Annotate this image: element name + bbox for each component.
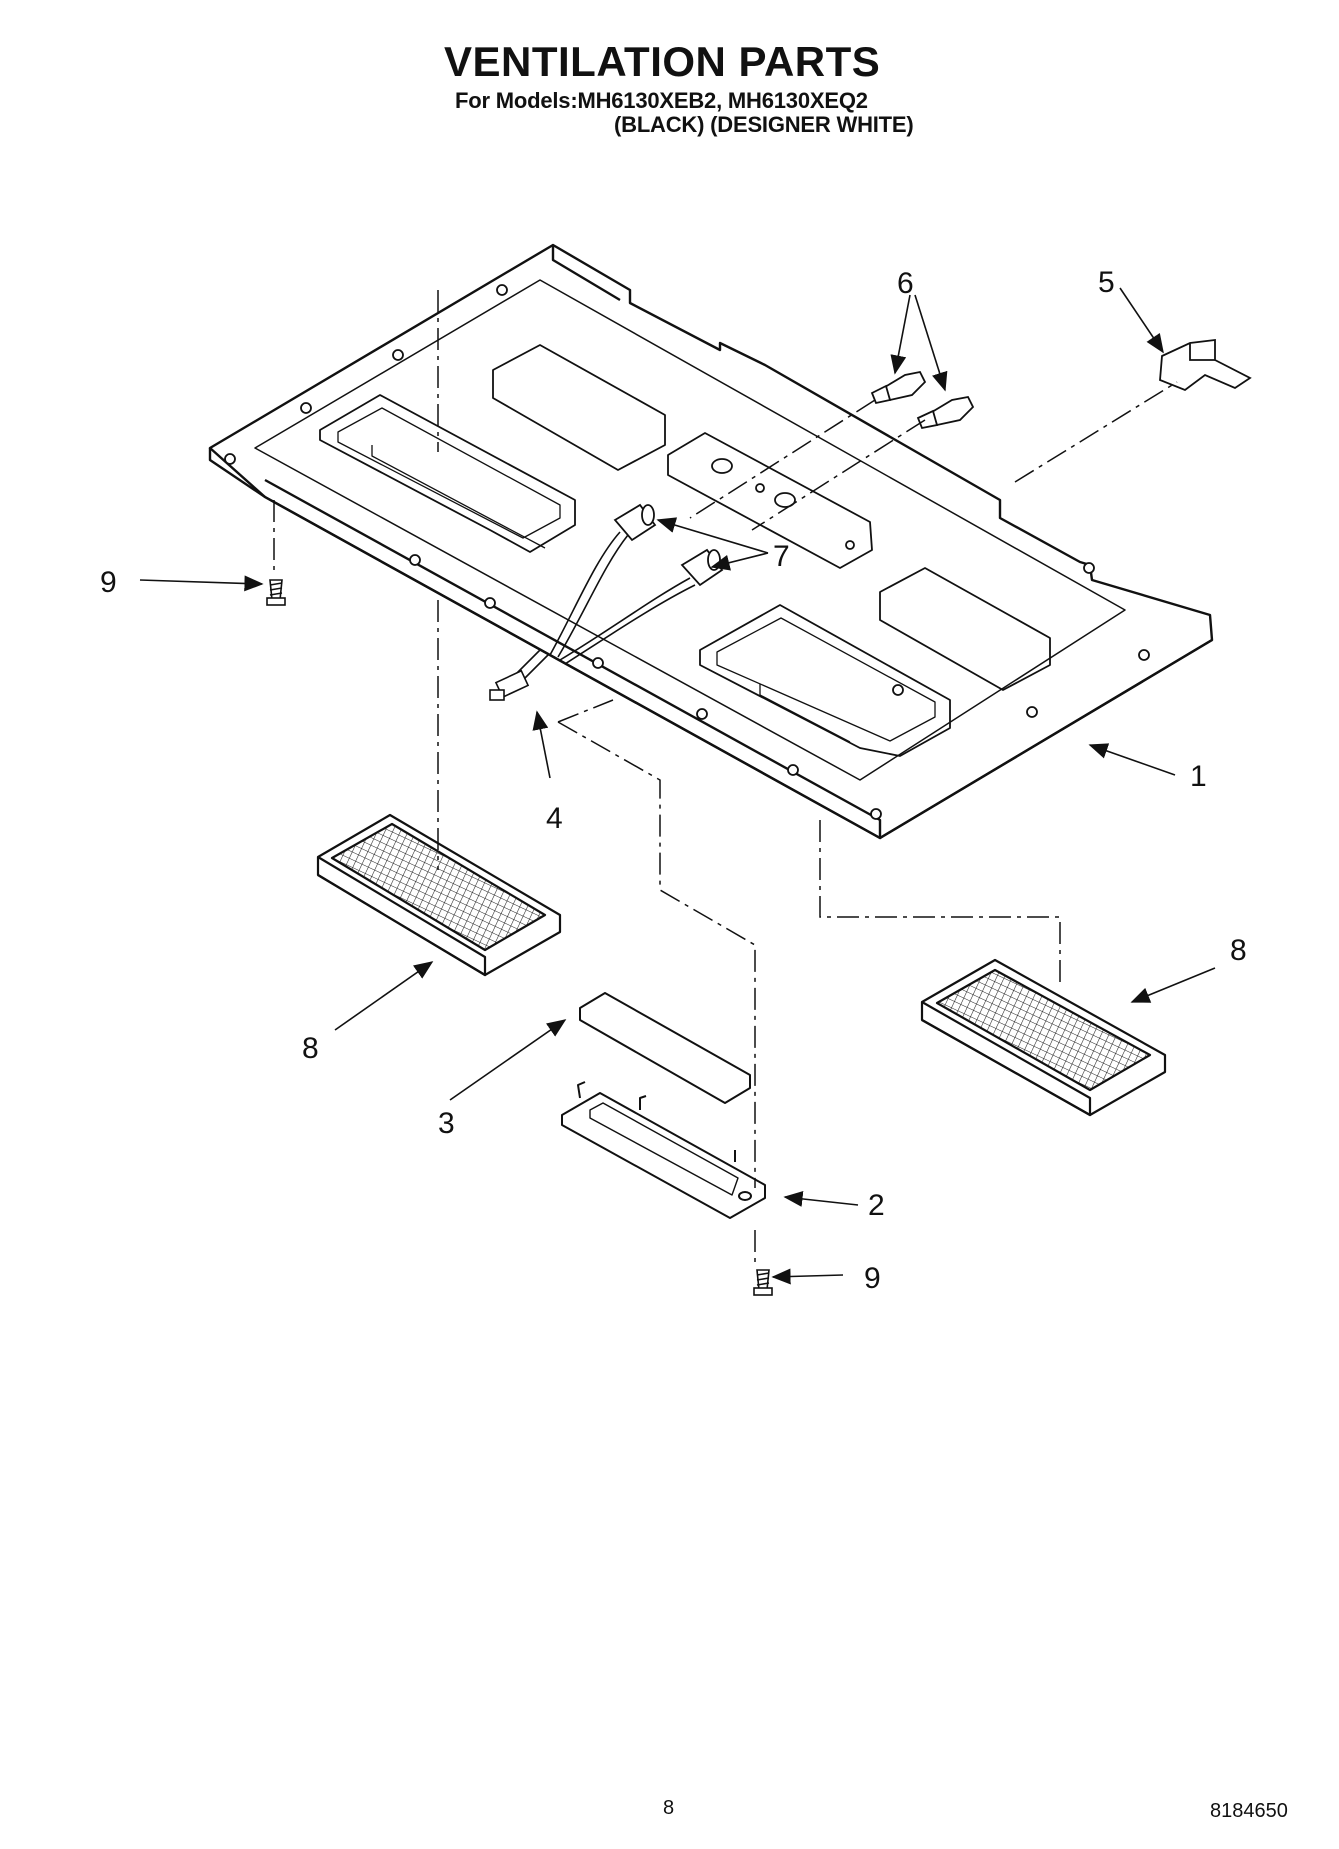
callout-labels: 1 2 3 4 5 6 7 8 8 9 9	[100, 266, 1247, 1295]
callout-9-lower: 9	[864, 1262, 881, 1295]
bulb-2	[916, 395, 975, 430]
plate-holes	[224, 284, 1150, 820]
callout-5: 5	[1098, 266, 1115, 299]
filter-frame-right	[699, 604, 951, 757]
filter-frame-left	[319, 394, 576, 553]
light-lens	[579, 992, 751, 1104]
page-title: VENTILATION PARTS	[444, 38, 881, 85]
callout-3: 3	[438, 1107, 455, 1140]
callout-8-right: 8	[1230, 934, 1247, 967]
light-housing	[667, 432, 873, 569]
variants-line: (BLACK) (DESIGNER WHITE)	[614, 112, 914, 137]
callout-9-upper: 9	[100, 566, 117, 599]
assembly-lines	[273, 290, 1178, 1265]
lamp-socket-left	[613, 503, 657, 542]
callout-8-left: 8	[302, 1032, 319, 1065]
callout-7: 7	[773, 540, 790, 573]
callout-2: 2	[868, 1189, 885, 1222]
callout-6: 6	[897, 267, 914, 300]
filter-right	[920, 958, 1167, 1117]
screw-upper	[266, 579, 286, 606]
page-number: 8	[663, 1797, 675, 1819]
callout-4: 4	[546, 802, 563, 835]
bulb-1	[870, 370, 927, 405]
leader-lines	[139, 287, 1216, 1285]
vent-plate	[208, 243, 1214, 840]
document-number: 8184650	[1210, 1800, 1288, 1822]
rear-vent-opening-left	[492, 344, 666, 471]
lamp-cover	[561, 1081, 766, 1219]
rear-vent-opening-right	[879, 567, 1051, 691]
models-line: For Models:MH6130XEB2, MH6130XEQ2	[455, 88, 868, 113]
clip-part-5	[1159, 338, 1252, 392]
wire-harness	[489, 531, 696, 701]
filter-left	[316, 813, 562, 977]
screw-lower	[753, 1269, 773, 1296]
callout-1: 1	[1190, 760, 1207, 793]
